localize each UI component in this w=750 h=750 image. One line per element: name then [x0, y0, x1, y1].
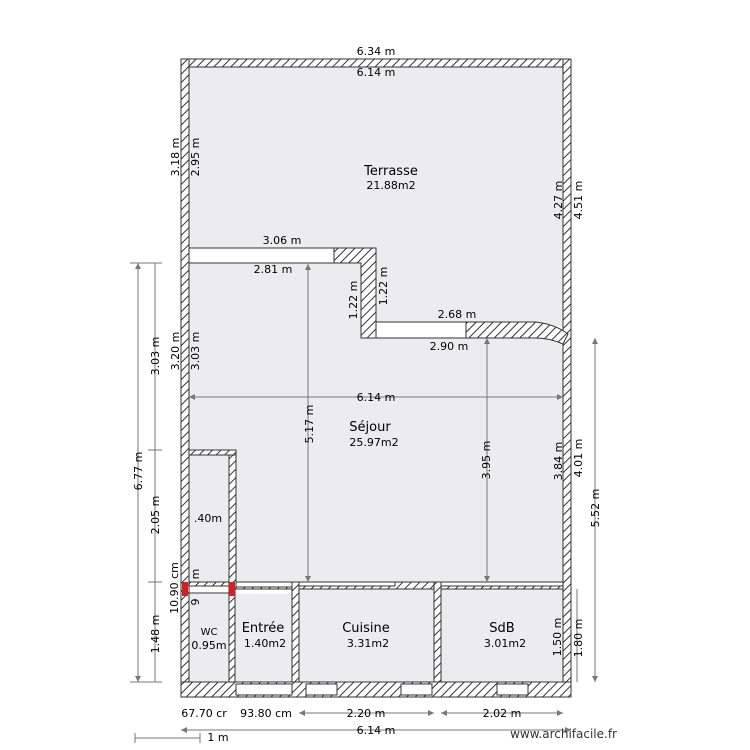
- dim-sejour-left-inner: 3.03 m: [189, 332, 202, 371]
- room-area-sdb: 3.01m2: [484, 637, 526, 650]
- sejour-floor: [189, 248, 563, 582]
- dim-sejour-right-inner: 3.84 m: [552, 442, 565, 481]
- room-name-wc: WC: [201, 627, 218, 638]
- dimension-lines: [130, 262, 598, 743]
- dim-terrasse-right-outer: 4.51 m: [572, 181, 585, 220]
- dim-sejour-mid-height: 3.95 m: [480, 441, 493, 480]
- dim-bottom-cuisine: 2.20 m: [347, 707, 386, 720]
- wall-right: [562, 58, 572, 698]
- dim-step-right: 1.22 m: [377, 267, 390, 306]
- dim-left-small-c: 9: [189, 599, 202, 606]
- room-area-wc: 0.95m: [191, 639, 226, 652]
- dim-terrasse-left-inner: 2.95 m: [189, 138, 202, 177]
- dimension-labels-vertical: 3.18 m 2.95 m 4.27 m 4.51 m 1.22 m 1.22 …: [132, 138, 602, 658]
- dim-left-seg-bot: 1.48 m: [149, 615, 162, 654]
- room-area-entree: 1.40m2: [244, 637, 286, 650]
- dim-scale: 1 m: [207, 731, 228, 744]
- marker-left: [182, 582, 188, 596]
- dim-left-seg-mid: 2.05 m: [149, 496, 162, 535]
- wall-closet-right: [228, 449, 237, 590]
- dim-top-inner: 6.14 m: [357, 66, 396, 79]
- room-name-cuisine: Cuisine: [342, 621, 390, 636]
- dim-terrasse-left-outer: 3.18 m: [169, 138, 182, 177]
- dim-ledge-bottom: 2.81 m: [254, 263, 293, 276]
- wall-cuisine-right: [433, 581, 442, 683]
- opening-sejour-1: [235, 581, 293, 588]
- dim-left-small-a: 10.90 cm: [168, 562, 181, 614]
- room-floors: [189, 67, 563, 682]
- terrasse-floor: [189, 67, 563, 338]
- terrace-ledge-left: [188, 247, 335, 264]
- sdb-floor: [441, 589, 563, 682]
- dim-ledge-top: 3.06 m: [263, 234, 302, 247]
- closet-floor: [189, 455, 230, 583]
- window-bottom-2: [305, 683, 338, 696]
- room-area-terrasse: 21.88m2: [366, 179, 415, 192]
- dim-left-small-b: m: [189, 569, 202, 580]
- red-markers: [182, 582, 235, 596]
- room-area-cuisine: 3.31m2: [347, 637, 389, 650]
- wc-floor: [189, 594, 229, 682]
- dim-sejour-width: 6.14 m: [357, 391, 396, 404]
- entree-floor: [235, 594, 292, 682]
- cuisine-floor: [299, 589, 434, 682]
- marker-right: [229, 582, 235, 596]
- window-bottom-3: [400, 683, 433, 696]
- wall-left: [180, 58, 190, 698]
- dim-bottom-entree: 93.80 cm: [240, 707, 292, 720]
- dim-sdb-outer: 1.80 m: [572, 619, 585, 658]
- room-name-terrasse: Terrasse: [363, 164, 418, 179]
- dim-bottom-wc: 67.70 cr: [181, 707, 227, 720]
- wall-closet-top: [188, 449, 237, 456]
- opening-sejour-3: [440, 581, 564, 587]
- dim-bottom-sdb: 2.02 m: [483, 707, 522, 720]
- dim-terrasse-right-inner: 4.27 m: [552, 181, 565, 220]
- wall-terrace-curve: [465, 321, 569, 345]
- room-name-sdb: SdB: [489, 621, 514, 636]
- opening-sejour-2: [298, 581, 396, 587]
- dim-ledge2-bottom: 2.90 m: [430, 340, 469, 353]
- terrace-ledge-right: [375, 321, 467, 339]
- wall-wc-right: [228, 588, 236, 683]
- window-bottom-4: [496, 683, 529, 696]
- room-labels: Terrasse 21.88m2 Séjour 25.97m2 WC 0.95m…: [191, 164, 526, 652]
- dim-sdb-inner: 1.50 m: [551, 618, 564, 657]
- dim-far-left-total: 6.77 m: [132, 452, 145, 491]
- dim-left-seg-top: 3.03 m: [149, 337, 162, 376]
- dim-bottom-total: 6.14 m: [357, 724, 396, 737]
- room-area-sejour: 25.97m2: [349, 436, 398, 449]
- dim-arrows: [135, 263, 598, 733]
- dim-step-left: 1.22 m: [347, 281, 360, 320]
- dimension-labels-horizontal: 6.34 m 6.14 m 3.06 m 2.81 m 2.68 m 2.90 …: [181, 45, 521, 744]
- room-name-entree: Entrée: [242, 621, 285, 636]
- openings: [188, 247, 564, 696]
- dim-sejour-right-outer: 4.01 m: [572, 439, 585, 478]
- closet-label: .40m: [194, 512, 222, 525]
- dim-sejour-left-outer: 3.20 m: [169, 332, 182, 371]
- wall-entree-right: [291, 581, 300, 683]
- wc-door: [188, 585, 230, 594]
- dim-ticks: [130, 262, 201, 743]
- window-bottom-1: [235, 683, 293, 696]
- watermark: www.archifacile.fr: [510, 727, 617, 741]
- dim-top-outer: 6.34 m: [357, 45, 396, 58]
- dim-sejour-height: 5.17 m: [303, 405, 316, 444]
- dim-far-right: 5.52 m: [589, 489, 602, 528]
- dim-ledge2-top: 2.68 m: [438, 308, 477, 321]
- room-name-sejour: Séjour: [349, 420, 391, 435]
